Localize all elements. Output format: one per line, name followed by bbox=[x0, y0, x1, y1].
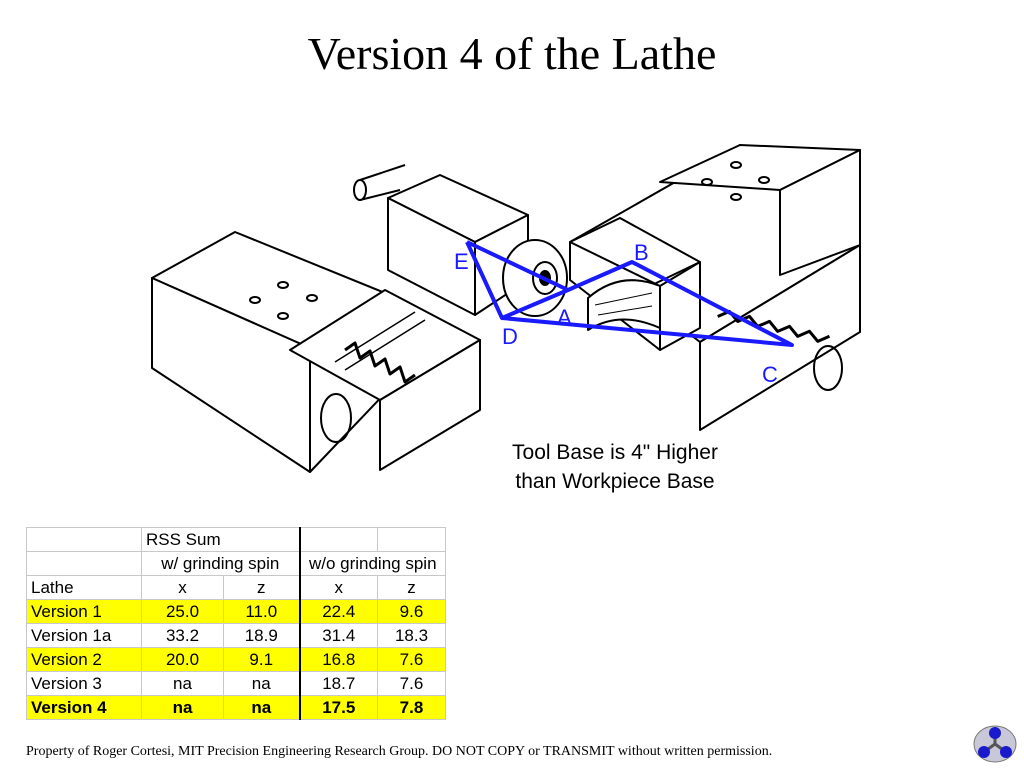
caption-line-1: Tool Base is 4" Higher bbox=[512, 441, 718, 464]
caption: Tool Base is 4" Higher than Workpiece Ba… bbox=[470, 438, 760, 496]
left-way-teeth bbox=[344, 341, 416, 384]
loop-left bbox=[465, 240, 570, 320]
z1-column-header: z bbox=[223, 575, 300, 600]
table-row: Version 2 20.0 9.1 16.8 7.6 bbox=[26, 647, 446, 672]
z2-column-header: z bbox=[377, 575, 446, 600]
label-b: B bbox=[634, 240, 649, 265]
left-way-grooves bbox=[334, 311, 426, 371]
table-row: Version 1a 33.2 18.9 31.4 18.3 bbox=[26, 623, 446, 648]
right-bore bbox=[813, 345, 843, 391]
without-grinding-spin-header: w/o grinding spin bbox=[298, 551, 446, 576]
table-row: Version 4 na na 17.5 7.8 bbox=[26, 695, 446, 720]
lathe-column-header: Lathe bbox=[26, 575, 142, 600]
structural-loop bbox=[465, 240, 794, 347]
mit-precision-engineering-logo-icon bbox=[973, 725, 1017, 763]
lathe-diagram: B E A D C bbox=[151, 144, 861, 473]
table-row: Version 1 25.0 11.0 22.4 9.6 bbox=[26, 599, 446, 624]
label-c: C bbox=[762, 362, 778, 387]
copyright-footer: Property of Roger Cortesi, MIT Precision… bbox=[26, 744, 773, 759]
caption-line-2: than Workpiece Base bbox=[515, 470, 715, 493]
spindle-shaft bbox=[359, 164, 406, 201]
label-d: D bbox=[502, 324, 518, 349]
tool-window bbox=[587, 279, 661, 331]
table-group-header-row: RSS Sum bbox=[26, 527, 446, 552]
with-grinding-spin-header: w/ grinding spin bbox=[141, 551, 300, 576]
left-bore bbox=[320, 393, 352, 443]
left-carriage-front bbox=[379, 339, 481, 471]
right-way-teeth bbox=[717, 309, 831, 343]
rss-table: RSS Sum w/ grinding spin w/o grinding sp… bbox=[26, 527, 446, 720]
slide-title: Version 4 of the Lathe bbox=[307, 28, 717, 79]
right-upper-side bbox=[779, 149, 861, 276]
table-sub-header-row: w/ grinding spin w/o grinding spin bbox=[26, 551, 446, 576]
label-a: A bbox=[557, 305, 572, 330]
rss-sum-header: RSS Sum bbox=[141, 527, 300, 552]
table-row: Version 3 na na 18.7 7.6 bbox=[26, 671, 446, 696]
table-column-header-row: Lathe x z x z bbox=[26, 575, 446, 600]
x1-column-header: x bbox=[141, 575, 224, 600]
x2-column-header: x bbox=[298, 575, 378, 600]
label-e: E bbox=[454, 249, 469, 274]
loop-right bbox=[501, 260, 794, 347]
